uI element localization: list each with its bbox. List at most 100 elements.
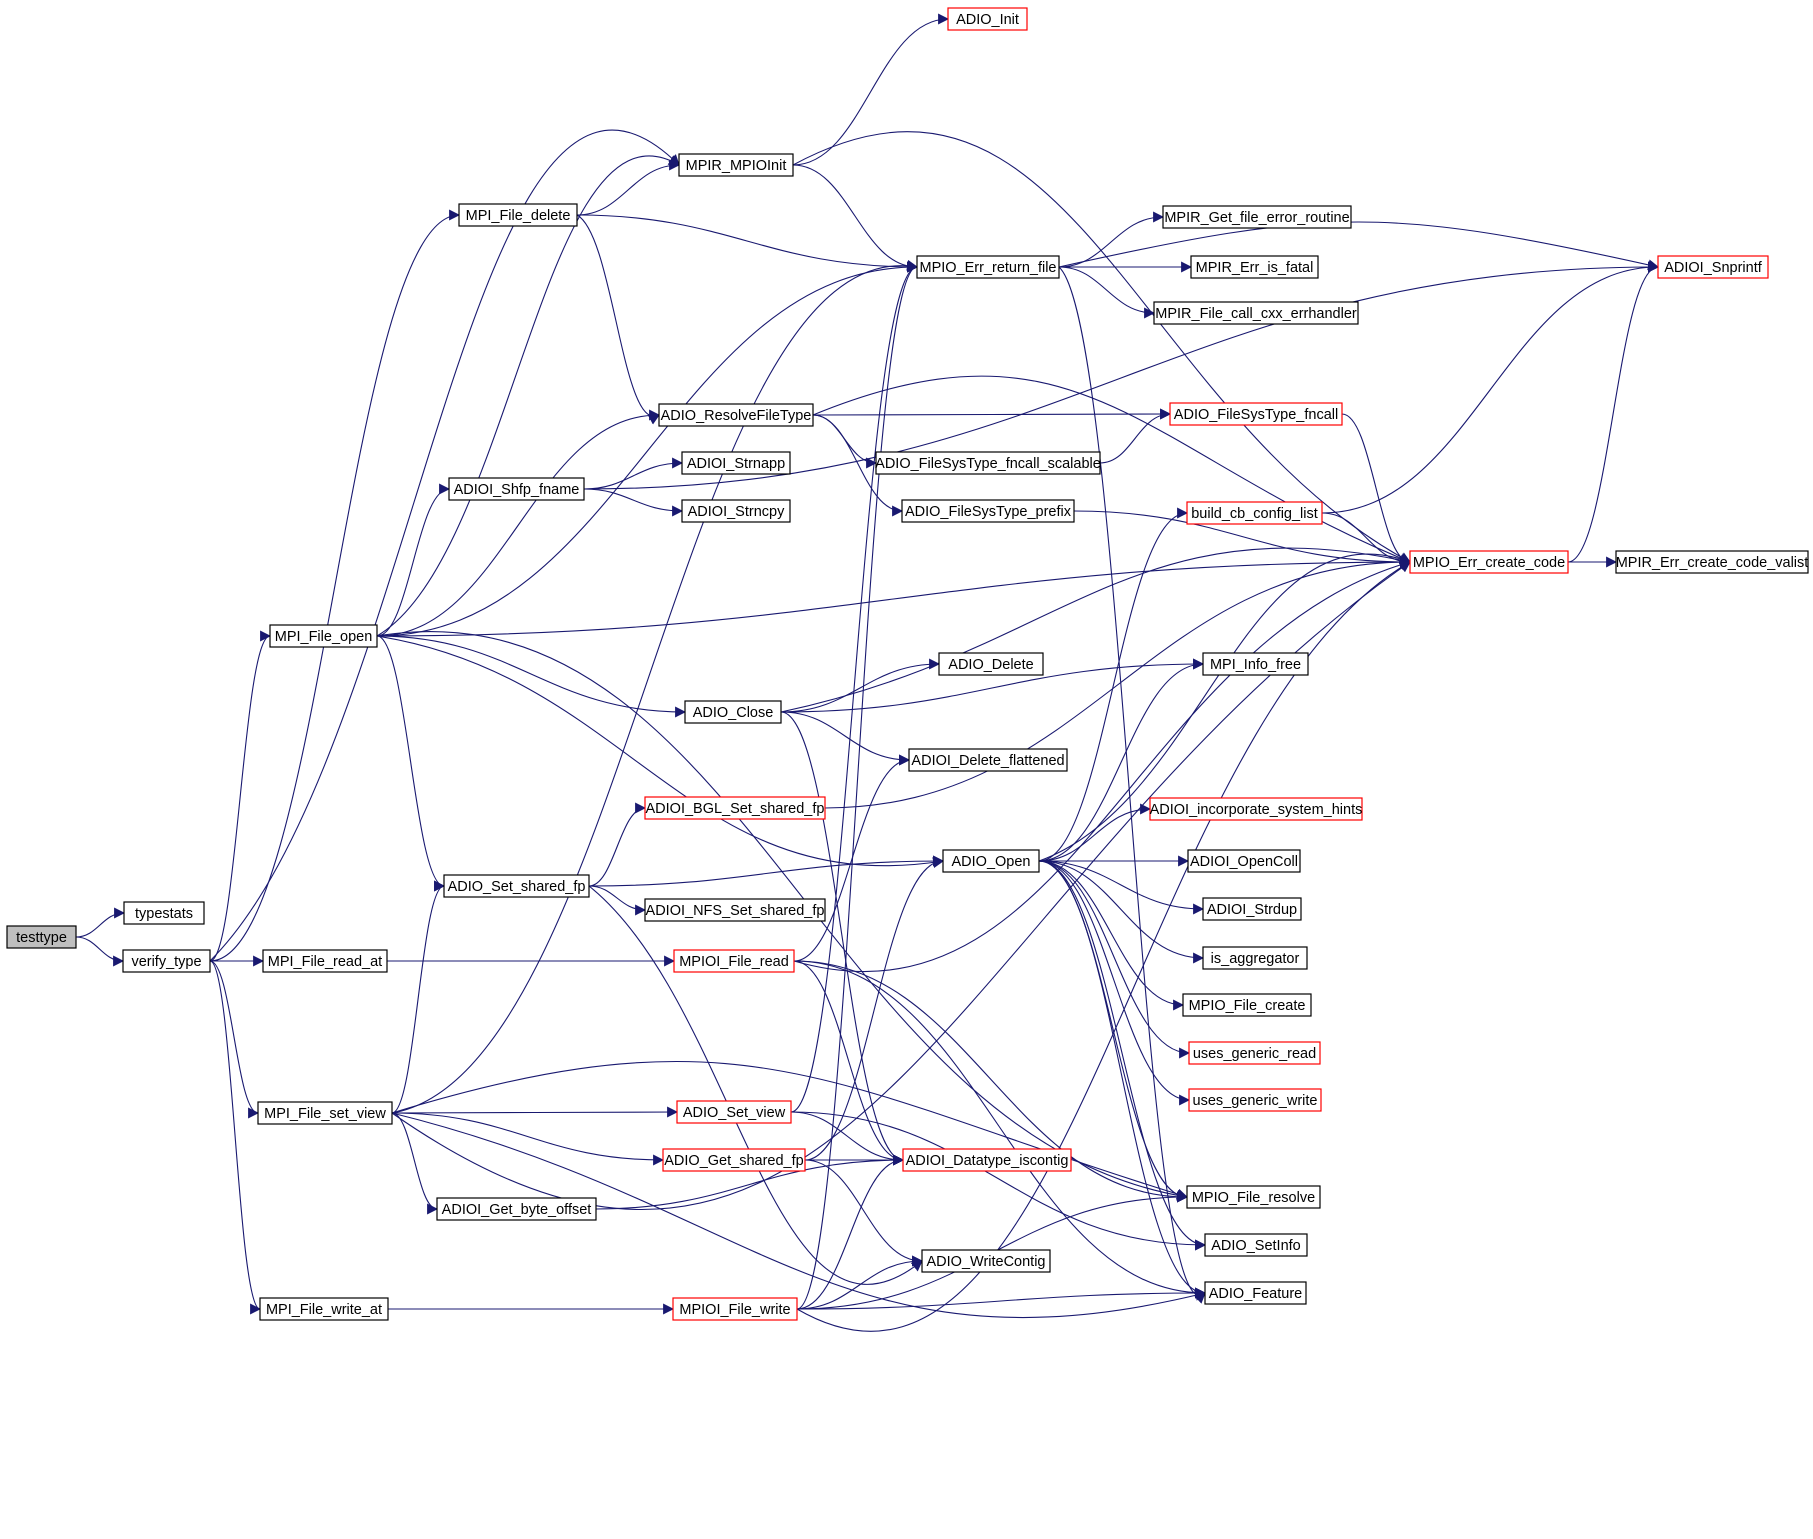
node-box <box>947 7 1028 31</box>
node-mpir-mpioinit[interactable]: MPIR_MPIOInit <box>678 153 794 177</box>
edge-ADIO_Open-to-ADIOI_Strdup <box>1038 860 1205 915</box>
node-adio-filesystype-prefix[interactable]: ADIO_FileSysType_prefix <box>901 499 1075 523</box>
edge-MPIOI_File_write-to-ADIO_Feature <box>796 1287 1207 1310</box>
node-box <box>6 925 77 949</box>
node-label: ADIO_Open <box>952 854 1031 870</box>
node-mpir-get-file-error-routine[interactable]: MPIR_Get_file_error_routine <box>1162 205 1352 229</box>
node-adio-delete[interactable]: ADIO_Delete <box>938 652 1044 676</box>
node-adio-resolvefiletype[interactable]: ADIO_ResolveFileType <box>658 403 814 427</box>
node-adioi-opencoll[interactable]: ADIOI_OpenColl <box>1187 849 1301 873</box>
node-label: ADIO_Set_shared_fp <box>448 879 586 895</box>
node-mpio-err-return-file[interactable]: MPIO_Err_return_file <box>916 255 1060 279</box>
node-mpi-file-read-at[interactable]: MPI_File_read_at <box>262 949 388 973</box>
node-mpi-file-write-at[interactable]: MPI_File_write_at <box>259 1297 389 1321</box>
node-label: ADIO_WriteContig <box>927 1254 1046 1270</box>
node-adio-setinfo[interactable]: ADIO_SetInfo <box>1204 1233 1308 1257</box>
edge-verify_type-to-MPI_File_set_view <box>209 960 260 1119</box>
edge-MPIOI_File_write-to-ADIO_WriteContig <box>796 1255 924 1310</box>
node-mpioi-file-write[interactable]: MPIOI_File_write <box>672 1297 798 1321</box>
node-label: ADIO_Init <box>956 12 1019 28</box>
edge-MPI_File_set_view-to-ADIO_Feature <box>391 1112 1207 1319</box>
node-adioi-delete-flattened[interactable]: ADIOI_Delete_flattened <box>908 748 1068 772</box>
node-adioi-shfp-fname[interactable]: ADIOI_Shfp_fname <box>448 477 585 501</box>
node-box <box>942 849 1040 873</box>
node-verify-type[interactable]: verify_type <box>122 949 211 973</box>
node-uses-generic-read[interactable]: uses_generic_read <box>1188 1041 1321 1065</box>
node-box <box>681 499 791 523</box>
node-mpi-file-open[interactable]: MPI_File_open <box>269 624 378 648</box>
node-box <box>938 652 1044 676</box>
node-adioi-incorporate-system-hints[interactable]: ADIOI_incorporate_system_hints <box>1149 797 1363 821</box>
edge-MPIR_MPIOInit-to-MPIO_Err_create_code <box>792 131 1411 563</box>
node-box <box>1187 849 1301 873</box>
node-mpir-file-call-cxx-errhandler[interactable]: MPIR_File_call_cxx_errhandler <box>1153 301 1359 325</box>
node-label: ADIOI_NFS_Set_shared_fp <box>646 903 825 919</box>
node-typestats[interactable]: typestats <box>123 901 205 925</box>
edge-ADIO_Open-to-uses_generic_write <box>1038 860 1191 1106</box>
node-uses-generic-write[interactable]: uses_generic_write <box>1188 1088 1322 1112</box>
edge-MPI_File_delete-to-ADIO_ResolveFileType <box>576 214 660 425</box>
node-mpio-file-resolve[interactable]: MPIO_File_resolve <box>1186 1185 1321 1209</box>
node-label: ADIO_FileSysType_prefix <box>905 504 1072 520</box>
node-adioi-datatype-iscontig[interactable]: ADIOI_Datatype_iscontig <box>902 1148 1072 1172</box>
node-label: MPIR_Err_create_code_valist <box>1616 555 1809 571</box>
node-label: ADIO_Close <box>693 705 774 721</box>
node-label: MPIO_Err_create_code <box>1413 555 1565 571</box>
edge-ADIO_ResolveFileType-to-ADIO_FileSysType_fncall <box>812 408 1172 420</box>
node-adio-get-shared-fp[interactable]: ADIO_Get_shared_fp <box>662 1148 806 1172</box>
node-mpio-err-create-code[interactable]: MPIO_Err_create_code <box>1409 550 1569 574</box>
node-box <box>1202 946 1308 970</box>
node-label: MPI_File_write_at <box>266 1302 382 1318</box>
node-label: MPIO_File_create <box>1189 998 1306 1014</box>
node-mpio-file-create[interactable]: MPIO_File_create <box>1182 993 1312 1017</box>
node-mpi-info-free[interactable]: MPI_Info_free <box>1202 652 1309 676</box>
edge-verify_type-to-MPI_File_write_at <box>209 960 262 1315</box>
node-adio-set-view[interactable]: ADIO_Set_view <box>676 1100 792 1124</box>
node-adio-feature[interactable]: ADIO_Feature <box>1204 1281 1307 1305</box>
edge-MPIOI_File_read-to-MPIO_File_resolve <box>793 960 1189 1203</box>
edge-MPI_File_set_view-to-ADIO_Get_shared_fp <box>391 1112 665 1166</box>
edge-MPI_File_open-to-ADIO_Open <box>376 635 945 868</box>
edge-MPIO_Err_return_file-to-ADIO_Feature <box>1058 266 1206 1304</box>
node-adio-writecontig[interactable]: ADIO_WriteContig <box>921 1249 1051 1273</box>
edge-ADIO_Open-to-MPI_Info_free <box>1038 658 1205 862</box>
node-adioi-bgl-set-shared-fp[interactable]: ADIOI_BGL_Set_shared_fp <box>644 796 826 820</box>
node-adio-set-shared-fp[interactable]: ADIO_Set_shared_fp <box>443 874 590 898</box>
node-mpi-file-set-view[interactable]: MPI_File_set_view <box>257 1101 393 1125</box>
node-box <box>448 477 585 501</box>
node-mpir-err-create-code-valist[interactable]: MPIR_Err_create_code_valist <box>1615 550 1809 574</box>
edge-verify_type-to-MPI_File_open <box>209 630 272 962</box>
node-mpir-err-is-fatal[interactable]: MPIR_Err_is_fatal <box>1190 255 1319 279</box>
node-mpioi-file-read[interactable]: MPIOI_File_read <box>673 949 795 973</box>
node-adioi-strnapp[interactable]: ADIOI_Strnapp <box>681 451 791 475</box>
node-adioi-snprintf[interactable]: ADIOI_Snprintf <box>1657 255 1769 279</box>
node-adio-filesystype-fncall-scalable[interactable]: ADIO_FileSysType_fncall_scalable <box>875 451 1101 475</box>
node-is-aggregator[interactable]: is_aggregator <box>1202 946 1308 970</box>
edge-ADIOI_Shfp_fname-to-ADIOI_Strncpy <box>583 488 684 517</box>
node-adio-open[interactable]: ADIO_Open <box>942 849 1040 873</box>
edge-MPI_File_set_view-to-MPIO_Err_return_file <box>391 259 919 1114</box>
node-adio-init[interactable]: ADIO_Init <box>947 7 1028 31</box>
node-build-cb-config-list[interactable]: build_cb_config_list <box>1186 501 1323 525</box>
node-label: ADIO_Set_view <box>683 1105 786 1121</box>
node-adio-close[interactable]: ADIO_Close <box>684 700 782 724</box>
edge-MPI_File_set_view-to-ADIO_Set_shared_fp <box>391 880 446 1114</box>
node-adioi-nfs-set-shared-fp[interactable]: ADIOI_NFS_Set_shared_fp <box>644 898 826 922</box>
node-adioi-strncpy[interactable]: ADIOI_Strncpy <box>681 499 791 523</box>
node-testtype[interactable]: testtype <box>6 925 77 949</box>
edge-ADIOI_Get_byte_offset-to-ADIOI_Datatype_iscontig <box>595 1154 905 1210</box>
edge-MPIOI_File_write-to-ADIOI_Datatype_iscontig <box>796 1154 905 1310</box>
node-label: ADIOI_BGL_Set_shared_fp <box>646 801 825 817</box>
node-box <box>662 1148 806 1172</box>
node-adioi-get-byte-offset[interactable]: ADIOI_Get_byte_offset <box>436 1197 597 1221</box>
node-adioi-strdup[interactable]: ADIOI_Strdup <box>1202 897 1302 921</box>
node-label: MPI_File_set_view <box>264 1106 386 1122</box>
node-label: ADIOI_Snprintf <box>1664 260 1762 276</box>
node-mpi-file-delete[interactable]: MPI_File_delete <box>458 203 578 227</box>
node-adio-filesystype-fncall[interactable]: ADIO_FileSysType_fncall <box>1169 402 1343 426</box>
node-box <box>1409 550 1569 574</box>
node-box <box>122 949 211 973</box>
edge-ADIO_Close-to-ADIO_Delete <box>780 658 941 713</box>
edge-verify_type-to-MPI_File_delete <box>209 209 461 962</box>
